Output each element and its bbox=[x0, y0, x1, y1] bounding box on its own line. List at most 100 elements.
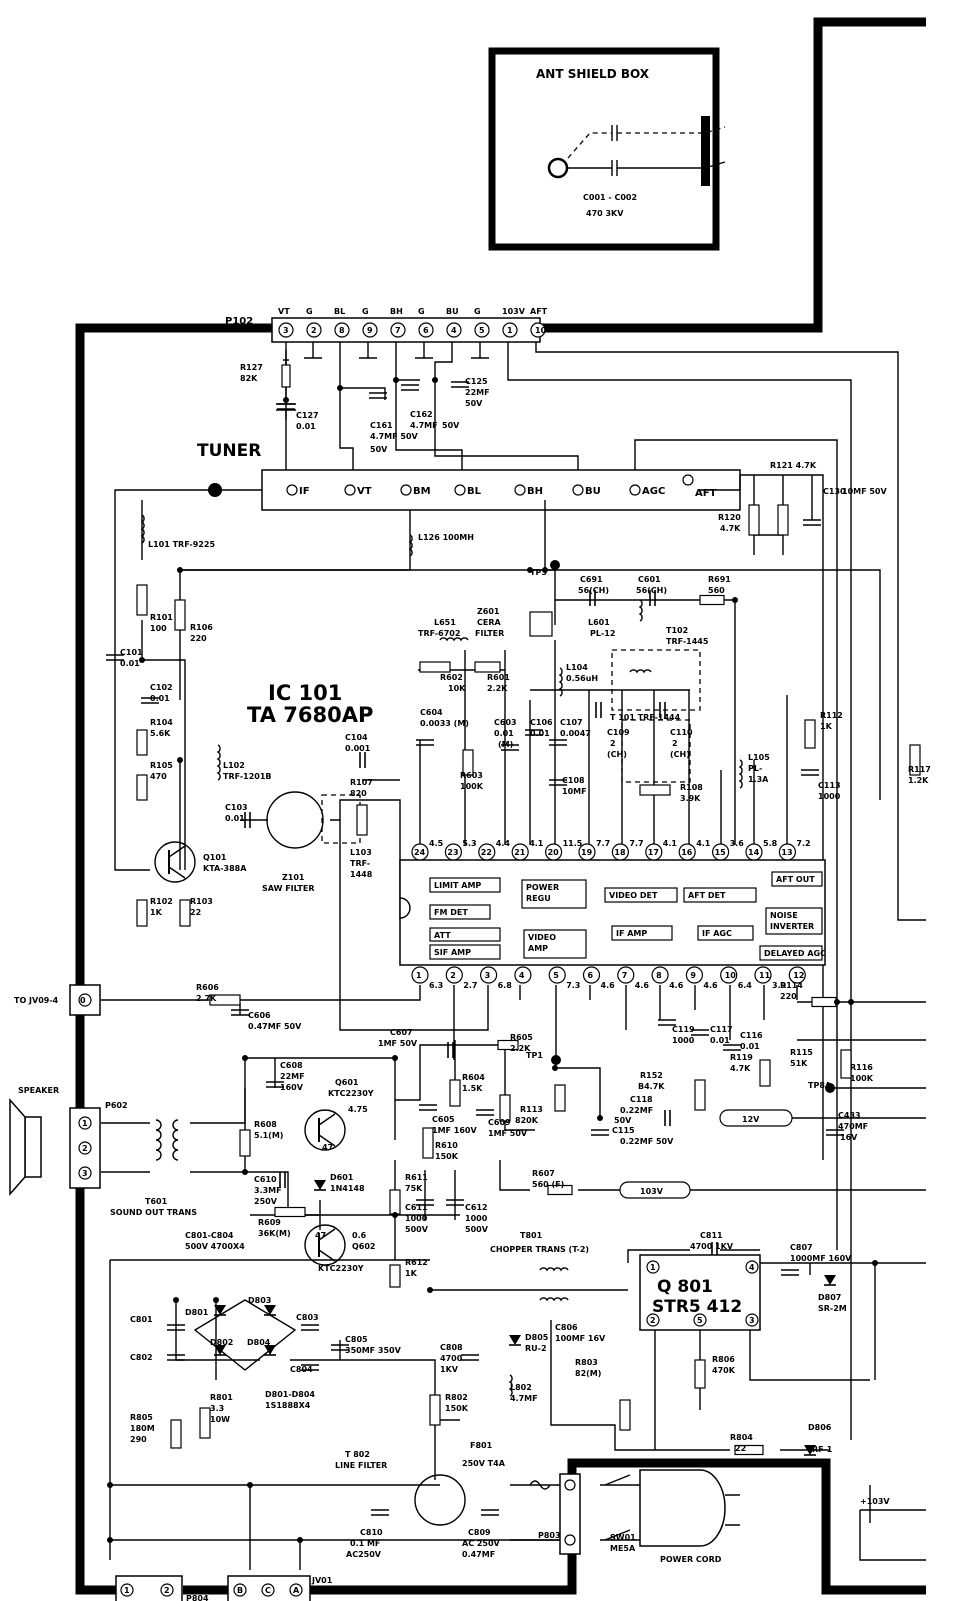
ic-pin-number: 16 bbox=[681, 848, 693, 857]
resistor bbox=[499, 1094, 511, 1122]
label-r113: R113 bbox=[520, 1105, 543, 1114]
p102-pin-number: 5 bbox=[479, 326, 485, 335]
label-c803: C803 bbox=[296, 1313, 319, 1322]
transformer-icon bbox=[155, 1119, 179, 1161]
ic-top-pin: 164.1 bbox=[678, 839, 711, 861]
chassis-outline bbox=[75, 17, 926, 1595]
label-r604v: 1.5K bbox=[462, 1084, 483, 1093]
p102-pin: 8BL bbox=[334, 307, 350, 338]
resistor bbox=[699, 594, 725, 606]
label-c601: C601 bbox=[638, 575, 661, 584]
ic-pin-voltage: 7.2 bbox=[796, 839, 810, 848]
speaker-icon bbox=[24, 1116, 42, 1178]
label-t601v: SOUND OUT TRANS bbox=[110, 1208, 197, 1217]
inductor bbox=[408, 534, 413, 557]
resistor bbox=[759, 1059, 771, 1087]
label-t101: T 101 TRF-1444 bbox=[610, 713, 681, 722]
label-l102v: TRF-1201B bbox=[223, 772, 272, 781]
diode bbox=[804, 1445, 816, 1456]
label-r117: R117 bbox=[908, 765, 931, 774]
ant-shield-title: ANT SHIELD BOX bbox=[536, 67, 650, 81]
p102-pin-label: BU bbox=[446, 307, 459, 316]
tuner-terminal-label: BL bbox=[467, 486, 482, 497]
label-c106: C106 bbox=[530, 718, 553, 727]
label-l802v: 4.7MF bbox=[510, 1394, 538, 1403]
ic-pin-number: 14 bbox=[748, 848, 760, 857]
label-c806: C806 bbox=[555, 1323, 578, 1332]
ant-shield-box: ANT SHIELD BOX C001 - C002 470 3KV bbox=[488, 47, 726, 251]
label-c605v: 1MF 160V bbox=[432, 1126, 477, 1135]
label-l101: L101 TRF-9225 bbox=[148, 540, 215, 549]
label-r806: R806 bbox=[712, 1355, 735, 1364]
label-c103v: 0.01 bbox=[225, 814, 245, 823]
label-c609: C609 bbox=[488, 1118, 511, 1127]
ic-bottom-pin: 22.7 bbox=[445, 966, 477, 990]
label-r806v: 470K bbox=[712, 1366, 736, 1375]
resistor bbox=[734, 1444, 764, 1456]
label-q101: Q101 bbox=[203, 853, 227, 862]
label-l601v: PL-12 bbox=[590, 629, 615, 638]
diode bbox=[264, 1305, 276, 1316]
ic-pin-number: 3 bbox=[485, 971, 491, 980]
label-c608: C608 bbox=[280, 1061, 303, 1070]
label-c116v: 0.01 bbox=[740, 1042, 760, 1051]
resistor bbox=[174, 599, 186, 631]
label-r119: R119 bbox=[730, 1053, 753, 1062]
label-l802: L802 bbox=[510, 1383, 532, 1392]
label-c610: C610 bbox=[254, 1175, 277, 1184]
power-plug-icon bbox=[639, 1469, 726, 1547]
capacitor bbox=[416, 1199, 434, 1206]
label-v103: 103V bbox=[640, 1187, 664, 1196]
label-c807v: 1000MF 160V bbox=[790, 1254, 852, 1263]
ic-top-pin: 137.2 bbox=[778, 839, 811, 861]
label-c162: C162 bbox=[410, 410, 433, 419]
p102-pin-label: BL bbox=[334, 307, 345, 316]
label-r102: R102 bbox=[150, 897, 173, 906]
ic-pin-number: 22 bbox=[481, 848, 492, 857]
label-r115v: 51K bbox=[790, 1059, 808, 1068]
svg-text:2: 2 bbox=[82, 1144, 88, 1153]
label-r601: R601 bbox=[487, 673, 510, 682]
label-r121: R121 4.7K bbox=[770, 461, 817, 470]
p102-pin-label: 103V bbox=[502, 307, 526, 316]
label-c809v: AC 250V bbox=[462, 1539, 501, 1548]
p102-pin-label: G bbox=[306, 307, 313, 316]
ic-pin-number: 23 bbox=[447, 848, 458, 857]
label-c806v: 100MF 16V bbox=[555, 1334, 606, 1343]
capacitor bbox=[244, 812, 251, 828]
label-r802: R802 bbox=[445, 1393, 468, 1402]
p102-pin-number: 3 bbox=[283, 326, 289, 335]
label-c113v: 1000 bbox=[818, 792, 841, 801]
resistor bbox=[547, 1184, 573, 1196]
label-r127: R127 bbox=[240, 363, 263, 372]
capacitor bbox=[167, 1354, 185, 1361]
label-c106v: 0.01 bbox=[530, 729, 550, 738]
label-r805: R805 bbox=[130, 1413, 153, 1422]
label-tp3: TP3 bbox=[530, 568, 547, 577]
tuner-terminal: BM bbox=[400, 484, 431, 497]
label-c109: C109 bbox=[607, 728, 630, 737]
p102-pin-label: G bbox=[474, 307, 481, 316]
resistor bbox=[777, 504, 789, 536]
label-r116v: 100K bbox=[850, 1074, 874, 1083]
tuner-terminal: AFT bbox=[682, 474, 717, 499]
ic-block-aft-out: AFT OUT bbox=[771, 871, 823, 887]
antenna-jack-icon bbox=[547, 157, 569, 179]
capacitor bbox=[481, 1509, 499, 1516]
label-c807: C807 bbox=[790, 1243, 813, 1252]
label-z101: Z101 bbox=[282, 873, 305, 882]
p102-pin: 6G bbox=[418, 307, 434, 338]
label-z601v: CERA bbox=[477, 618, 501, 627]
label-c808w: 1KV bbox=[440, 1365, 459, 1374]
label-r612v: 1K bbox=[405, 1269, 418, 1278]
label-c608w: 160V bbox=[280, 1083, 304, 1092]
label-t601: T601 bbox=[145, 1197, 168, 1206]
capacitor bbox=[279, 1172, 286, 1188]
label-r103v: 22 bbox=[190, 908, 201, 917]
label-c606: C606 bbox=[248, 1011, 271, 1020]
ic101: IC 101 TA 7680AP 244.5235.3224.4214.1201… bbox=[247, 681, 826, 990]
ic-block-limit-amp: LIMIT AMP bbox=[429, 877, 501, 893]
